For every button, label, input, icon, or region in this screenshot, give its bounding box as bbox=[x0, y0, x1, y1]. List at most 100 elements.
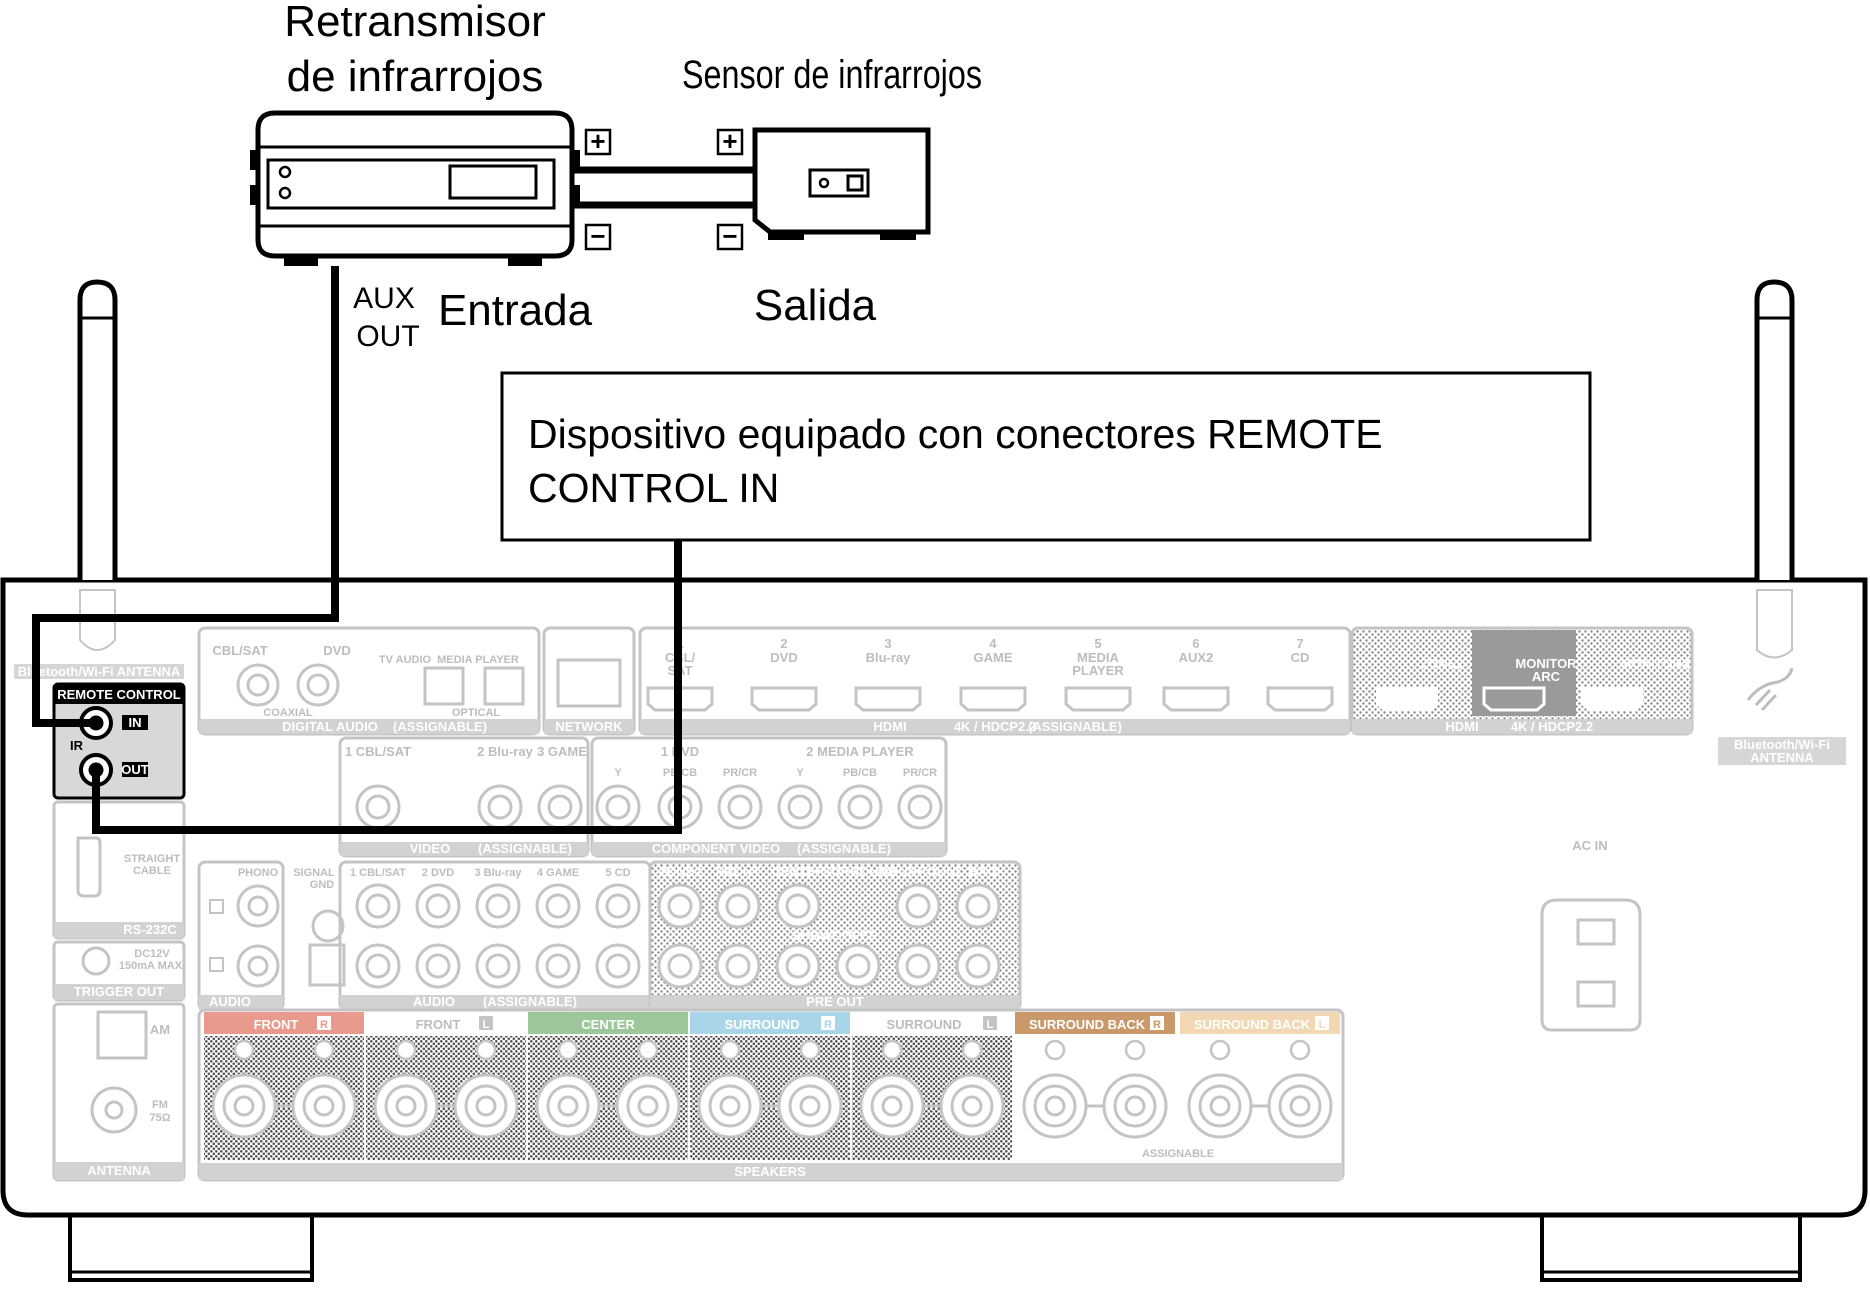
fm-line2: 75Ω bbox=[149, 1112, 170, 1124]
minus-left: − bbox=[590, 221, 605, 251]
hdmi-out-section: HDMI 4K / HDCP2.2 ZONE2 MONITOR ARC MONI… bbox=[1350, 626, 1694, 736]
pre-out-label-2: FRONT bbox=[716, 864, 761, 879]
fm-line1: FM bbox=[152, 1099, 168, 1111]
video-in-2: 2 Blu-ray bbox=[477, 744, 533, 759]
rs232c-section: RS-232C STRAIGHT CABLE bbox=[52, 800, 186, 940]
rs232c-label: RS-232C bbox=[123, 922, 177, 937]
coax-1-label: CBL/SAT bbox=[212, 643, 267, 658]
speakers-assignable: ASSIGNABLE bbox=[1142, 1148, 1214, 1160]
remote-cables bbox=[32, 266, 682, 834]
component-jack-4 bbox=[777, 784, 823, 830]
component-sub-label: PR/CR bbox=[723, 767, 757, 779]
video-label: VIDEO bbox=[410, 841, 450, 856]
component-assignable: (ASSIGNABLE) bbox=[797, 841, 891, 856]
bt-antenna-right-label-line1: Bluetooth/Wi-Fi bbox=[1734, 737, 1830, 752]
audio-jack-top-5 bbox=[595, 883, 641, 929]
speaker-group-3: CENTER bbox=[528, 1012, 688, 1160]
ir-sensor bbox=[752, 127, 931, 240]
hdmi-in-2-name: DVD bbox=[770, 650, 797, 665]
video-assignable: (ASSIGNABLE) bbox=[478, 841, 572, 856]
pre-out-jack-top-4 bbox=[895, 883, 941, 929]
optical-label: OPTICAL bbox=[452, 707, 501, 719]
speaker-group-label: CENTER bbox=[581, 1017, 635, 1032]
trigger-out-label: TRIGGER OUT bbox=[74, 984, 164, 999]
remote-out-label: OUT bbox=[121, 762, 149, 777]
hdmi-in-5-num: 5 bbox=[1094, 636, 1101, 651]
hdmi-in-2-num: 2 bbox=[780, 636, 787, 651]
network-label: NETWORK bbox=[555, 719, 623, 734]
remote-control-label: REMOTE CONTROL bbox=[57, 687, 181, 702]
plus-left: + bbox=[590, 126, 605, 156]
speaker-group-label: SURROUND bbox=[724, 1017, 799, 1032]
optical-1-label: TV AUDIO bbox=[379, 654, 432, 666]
audio-assignable: (ASSIGNABLE) bbox=[483, 994, 577, 1009]
pre-out-jack-bottom-5 bbox=[895, 943, 941, 989]
ir-label: IR bbox=[70, 738, 84, 753]
speaker-group-label: SURROUND BACK bbox=[1029, 1017, 1146, 1032]
antenna-right bbox=[1754, 279, 1795, 659]
pre-out-jack-top-3 bbox=[775, 883, 821, 929]
ir-repeater-label-line1: Retransmisor bbox=[284, 0, 546, 46]
bt-antenna-left-label: Bluetooth/Wi-Fi ANTENNA bbox=[18, 664, 181, 679]
component-sub-label: PR/CR bbox=[903, 767, 937, 779]
speaker-group-label: FRONT bbox=[254, 1017, 299, 1032]
rear-panel: DIGITAL AUDIO (ASSIGNABLE) CBL/SAT DVD T… bbox=[52, 626, 1694, 1182]
audio-jack-top-3 bbox=[475, 883, 521, 929]
hdmi-in-port bbox=[1064, 686, 1132, 712]
pre-out-jack-bottom-4 bbox=[835, 943, 881, 989]
video-in-1: 1 CBL/SAT bbox=[345, 744, 411, 759]
speaker-side-label: R bbox=[1153, 1019, 1161, 1031]
monitor2-label: MONITOR2 bbox=[1621, 656, 1689, 671]
digital-audio-label: DIGITAL AUDIO bbox=[282, 719, 378, 734]
hdmi-in-7-name: CD bbox=[1291, 650, 1310, 665]
video-in-3: 3 GAME bbox=[537, 744, 587, 759]
pre-out-jack-bottom-2 bbox=[715, 943, 761, 989]
audio-label: AUDIO bbox=[413, 994, 455, 1009]
antenna-label-right: Bluetooth/Wi-Fi ANTENNA bbox=[1718, 667, 1846, 765]
coaxial-label: COAXIAL bbox=[263, 707, 313, 719]
signal-gnd-line2: GND bbox=[310, 879, 335, 891]
pre-out-jack-bottom-1 bbox=[657, 943, 703, 989]
pre-out-jack-top-1 bbox=[657, 883, 703, 929]
component-in-2: 2 MEDIA PLAYER bbox=[806, 744, 914, 759]
speaker-side-label: L bbox=[1319, 1019, 1326, 1031]
antenna-left bbox=[77, 279, 118, 651]
am-fm-section: ANTENNA AM FM 75Ω bbox=[52, 1002, 186, 1182]
hdmi-in-port bbox=[1266, 686, 1334, 712]
component-video-section: COMPONENT VIDEO (ASSIGNABLE) 1 DVD 2 MED… bbox=[590, 736, 948, 858]
pre-out-label-5: SURROUND BACK bbox=[890, 864, 1007, 879]
straight-cable-line1: STRAIGHT bbox=[124, 853, 181, 865]
ir-repeater bbox=[250, 110, 580, 266]
input-label: Entrada bbox=[438, 286, 593, 335]
digital-audio-section: DIGITAL AUDIO (ASSIGNABLE) CBL/SAT DVD T… bbox=[197, 626, 541, 736]
aux-label-line2: OUT bbox=[356, 320, 419, 353]
pre-out-jack-top-5 bbox=[955, 883, 1001, 929]
speaker-group-6: SURROUND BACK R bbox=[1015, 1012, 1175, 1139]
hdmi-out-label: HDMI bbox=[1445, 719, 1478, 734]
component-jack-5 bbox=[837, 784, 883, 830]
pre-out-label-3: CENTER bbox=[771, 864, 825, 879]
component-jack-3 bbox=[717, 784, 763, 830]
pre-out-jack-bottom-6 bbox=[955, 943, 1001, 989]
audio-in-label-3: 3 Blu-ray bbox=[474, 867, 522, 879]
hdmi-in-3-name: Blu-ray bbox=[866, 650, 912, 665]
aux-label-line1: AUX bbox=[353, 282, 415, 315]
hdmi-in-3-num: 3 bbox=[884, 636, 891, 651]
audio-jack-bottom-1 bbox=[355, 943, 401, 989]
pre-out-jack-top-2 bbox=[715, 883, 761, 929]
speakers-label: SPEAKERS bbox=[734, 1164, 806, 1179]
audio-jack-bottom-2 bbox=[415, 943, 461, 989]
hdmi-in-5-name: MEDIA bbox=[1077, 650, 1120, 665]
antenna-label: ANTENNA bbox=[87, 1163, 151, 1178]
speaker-group-label: FRONT bbox=[416, 1017, 461, 1032]
ac-in-section: AC IN bbox=[1540, 838, 1642, 1032]
zone2-label: ZONE2 bbox=[1420, 656, 1463, 671]
hdmi-in-port bbox=[646, 686, 714, 712]
pre-out-label-1: ZONE2 bbox=[658, 864, 701, 879]
